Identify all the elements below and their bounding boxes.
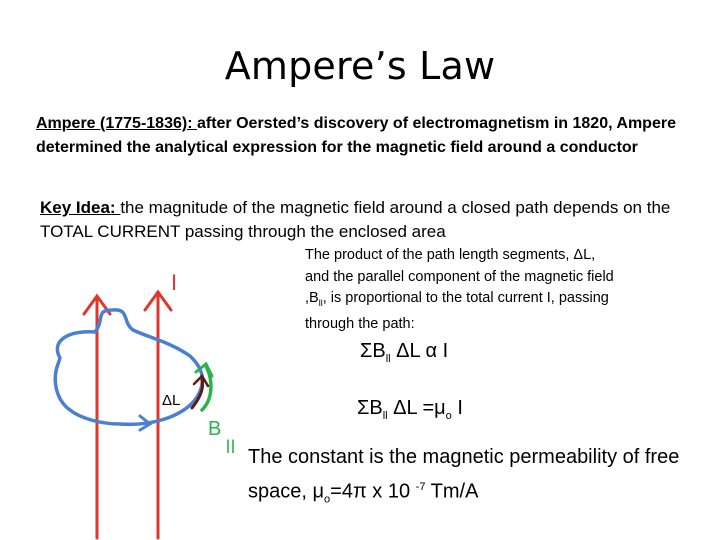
eq1-subscript: ll [385,353,391,365]
current-wire-2 [143,289,173,540]
eq2-mu-subscript: o [445,410,452,422]
current-label: I [171,270,178,295]
constant-exponent: -7 [415,481,426,493]
intro-lead: Ampere (1775-1836): [36,115,197,132]
key-idea-text: the magnitude of the magnetic field arou… [40,198,671,241]
product-subscript: ll [318,297,323,308]
delta-l-arrowhead [192,373,210,388]
delta-l-label: ΔL [162,392,181,409]
constant-text-3: Tm/A [425,480,479,503]
delta-l-segment [190,378,204,410]
key-idea-label: Key Idea: [40,198,121,217]
product-text-1: The product of the path length segments,… [305,247,614,306]
closed-loop-path [53,308,204,427]
constant-text-2: =4π x 10 [330,480,416,503]
eq2-subscript: ll [382,410,388,422]
eq2-end: I [451,397,463,419]
eq1-rest: ΔL α I [390,340,449,362]
proportionality-equation: ΣBll ΔL α I [360,340,448,365]
slide-title: Ampere’s Law [224,44,496,88]
current-wire-1 [82,293,112,540]
intro-paragraph: Ampere (1775-1836): after Oersted’s disc… [36,112,696,160]
field-arrowhead [194,361,214,378]
parallel-label: ll [226,437,236,457]
eq2-mid: ΔL =μ [387,397,446,419]
eq1-sum-b: ΣB [360,340,386,362]
loop-arrow [138,414,153,432]
b-field-label: B [208,418,222,440]
product-description: The product of the path length segments,… [305,245,620,336]
eq2-sum-b: ΣB [357,397,383,419]
key-idea-paragraph: Key Idea: the magnitude of the magnetic … [40,196,700,244]
constant-subscript: o [324,493,331,506]
intro-text: after Oersted’s discovery of electromagn… [36,115,676,156]
amperes-law-equation: ΣBll ΔL =μo I [357,397,463,422]
product-text-2: , is proportional to the total current I… [305,290,609,333]
constant-text-1: The constant is the magnetic permeabilit… [248,446,680,503]
ampere-loop-diagram [53,289,214,540]
permeability-constant: The constant is the magnetic permeabilit… [248,442,698,515]
